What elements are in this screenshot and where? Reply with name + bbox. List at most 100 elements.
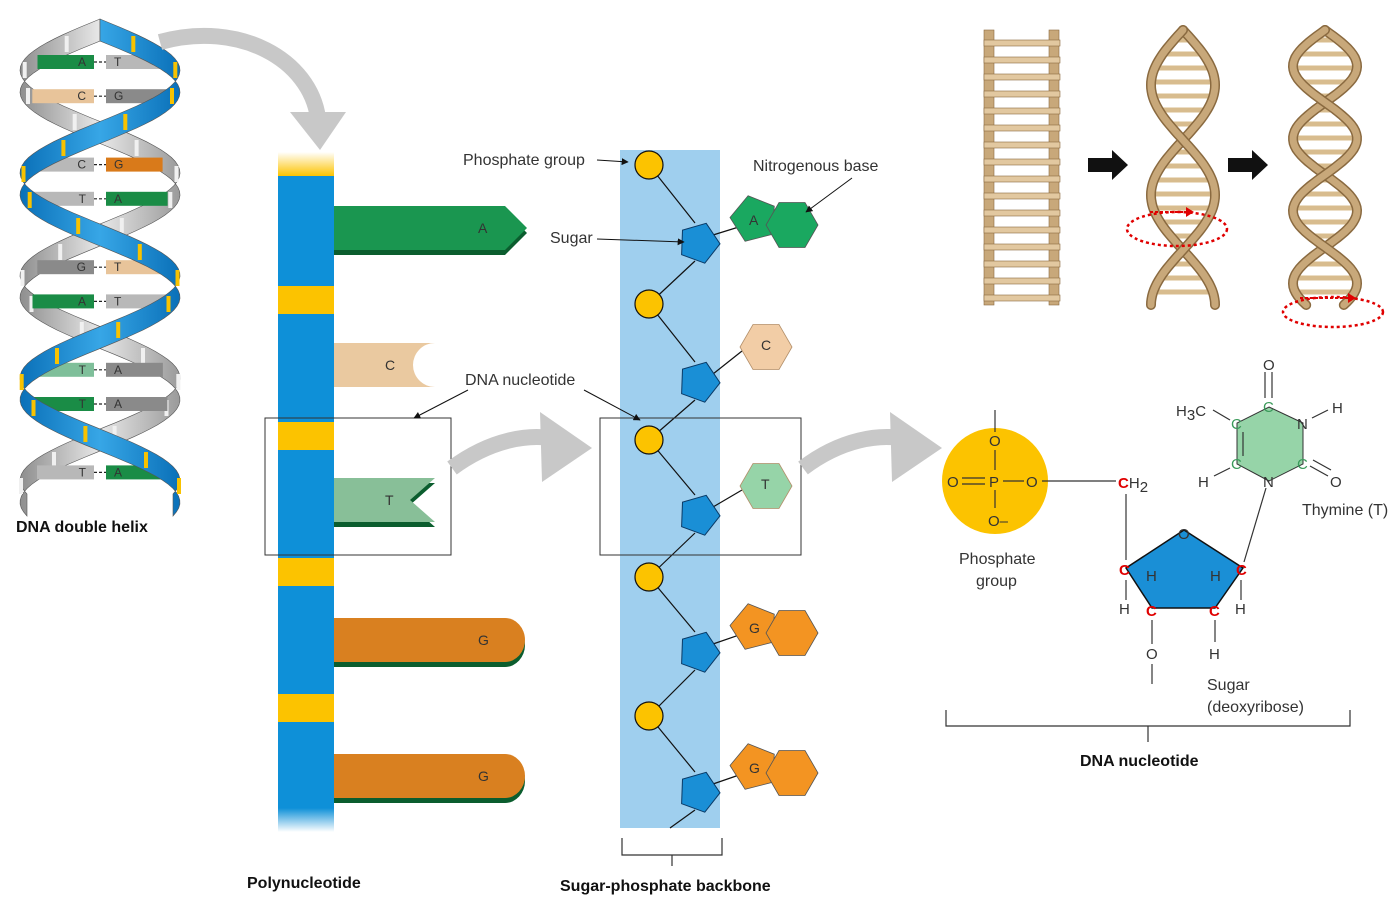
phosphate-group-label: Phosphate group [463,152,585,169]
thymine-c6: C [1231,456,1242,473]
poly-base-label: C [385,357,395,373]
deoxyribose-ring [1124,529,1245,609]
helix-title: DNA double helix [16,519,148,536]
phosphate-label-line2: group [976,573,1017,590]
helix-strand-gray-stripe [141,348,145,364]
ladder-rung [983,158,1061,166]
helix-strand-blue-stripe [170,88,174,104]
helix-strand-gray-stripe [22,62,27,78]
ring-oxygen: O [1178,526,1190,543]
base-left-label: T [79,397,87,411]
poly-base-label: G [478,768,489,784]
backbone-base-label: A [749,212,759,228]
ladder-rung [983,209,1061,217]
ladder-rung [983,243,1061,251]
base-right-label: T [114,294,122,308]
poly-base-shape [334,478,435,522]
poly-base-label: T [385,492,394,508]
zoom-arrow-helix-head [290,112,346,150]
ch2-group: CH2 [1118,475,1148,496]
phosphate-circle [634,701,664,731]
helix-strand-blue-stripe [21,166,26,182]
twist-direction-2-head [1348,293,1356,303]
c4-hydrogen: H [1146,568,1157,585]
base-left-label: G [77,260,86,274]
poly-base-shape [334,618,525,662]
ladder-rung [983,141,1061,149]
twist-highlight-1 [1125,210,1229,248]
helix-strand-blue-stripe [137,244,142,260]
phosphate-circle [634,289,664,319]
ladder-rung [983,260,1061,268]
pyrimidine-ring [739,463,793,509]
purine-six-ring [765,610,819,656]
c3-oxygen: O [1146,646,1158,663]
ladder-rail [1147,26,1219,309]
helix-strand-blue-stripe [131,36,136,52]
purine-six-ring [765,750,819,796]
c2-hydrogen: H [1209,646,1220,663]
base-left-label: T [79,465,87,479]
sugar-pointer [596,238,685,246]
helix-strand-blue-stripe [123,114,128,130]
c3-carbon: C [1146,603,1157,620]
phosphate-o-right: O [1026,474,1038,491]
thymine-o2: O [1330,474,1342,491]
base-right-label: T [114,260,122,274]
nitrogenous-base-label: Nitrogenous base [753,158,879,175]
thymine-ring [1236,406,1304,482]
thymine-o4: O [1263,357,1275,374]
ladder-rail [1289,26,1361,309]
helix-strand-gray-stripe [119,218,124,234]
polynucleotide-title: Polynucleotide [247,875,361,892]
thymine-n1: N [1263,474,1274,491]
phosphate-o-minus: O– [988,513,1009,530]
sugar-pentagon [681,631,721,673]
zoom-arrow-poly-head [540,412,592,482]
base-left-label: T [79,192,87,206]
base-right-label: T [114,55,122,69]
zoom-arrow-backbone-head [890,412,942,482]
phosphate-circle [634,150,664,180]
thymine-c4: C [1263,399,1274,416]
helix-strand-gray-stripe [134,140,139,156]
poly-base-shape [334,206,527,250]
backbone-base-label: T [761,476,770,492]
purine-six-ring [765,202,819,248]
thymine-c5: C [1231,416,1242,433]
helix-strand-blue-stripe [19,374,24,390]
helix-strand-gray-stripe [72,114,77,130]
phosphate-circle [634,562,664,592]
zoom-arrow-helix [157,27,326,120]
ladder-rail [983,29,995,306]
phosphate-p: P [989,474,999,491]
thymine-c2: C [1297,456,1308,473]
base-left [37,260,94,275]
nucleotide-bracket [945,710,1351,742]
twisted-ladder [1287,25,1363,310]
helix-strand-blue-stripe [144,452,148,468]
sugar-pentagon [681,361,721,403]
helix-strand-gray-stripe [174,166,179,182]
dna-nucleotide-label: DNA nucleotide [465,372,575,389]
ladder-rung [983,175,1061,183]
helix-strand-gray-stripe [112,426,117,442]
c4-carbon: C [1119,562,1130,579]
ladder-rung [983,294,1061,302]
backbone-title: Sugar-phosphate backbone [560,878,771,895]
purine-five-ring [729,195,775,242]
poly-base-shape [334,754,525,798]
helix-strand-gray-stripe [58,244,63,260]
helix-strand-gray-stripe [20,270,25,286]
ladder-rung [983,226,1061,234]
ladder-rail [1048,29,1060,306]
ladder-twist-illustration [983,25,1363,310]
ladder-rung [983,107,1061,115]
helix-strand-blue-stripe [173,62,178,78]
ladder-rung [983,192,1061,200]
helix-strand-gray-stripe [26,88,30,104]
backbone-base-label: G [749,620,760,636]
poly-base-A: A [334,206,527,255]
